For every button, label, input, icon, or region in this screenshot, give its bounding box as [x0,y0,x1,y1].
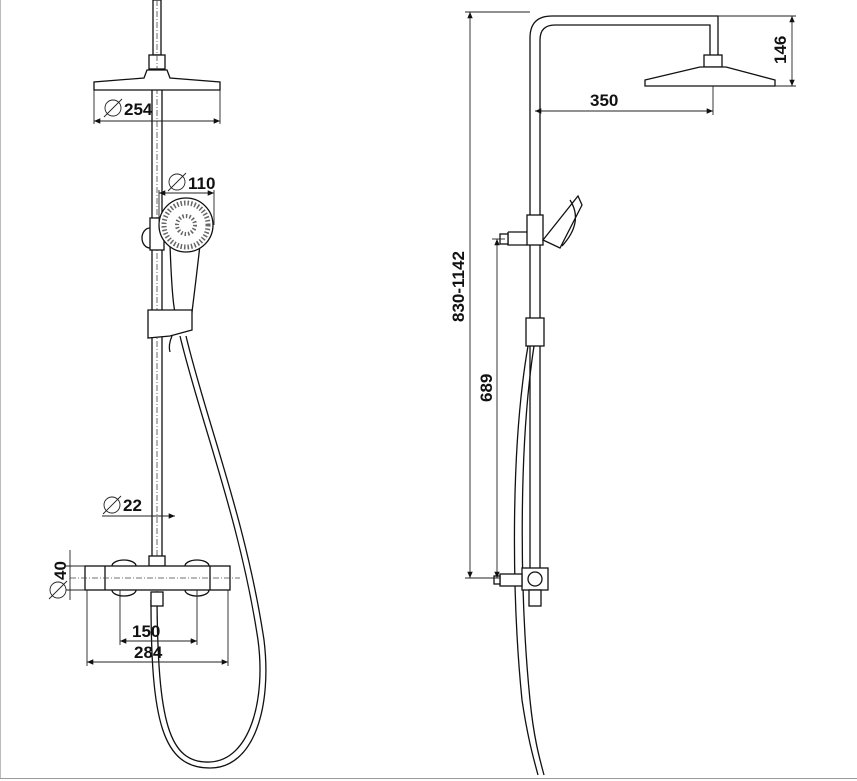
dimension-inlet-centres: 150 [119,590,198,645]
dim-label-inlet-centres: 150 [132,622,160,641]
dim-label-height-range: 830-1142 [449,251,468,322]
dimension-overhead-diameter: 254 [93,90,221,124]
side-view: 146 350 830-1142 689 [449,11,796,776]
thermostatic-valve [70,555,240,607]
dimension-hand-shower-diameter: 110 [158,172,215,225]
front-view: 254 110 22 [48,0,267,769]
dim-label-hand-shower-diameter: 110 [188,174,215,193]
dimension-rail-diameter: 22 [102,495,175,519]
dimension-arm-projection: 350 [535,86,714,115]
hand-shower [141,197,214,353]
side-valve [493,567,549,607]
riser-and-arm [525,15,776,570]
dim-label-overhead-diameter: 254 [124,100,153,119]
dim-label-valve-length: 284 [134,643,163,662]
dim-label-rail-length: 689 [477,374,496,402]
dimension-valve-length: 284 [86,590,229,666]
dimension-valve-diameter: 40 [48,550,85,600]
dimension-rail-length: 689 [477,238,505,578]
side-hose [513,345,545,776]
dimension-arm-drop: 146 [718,15,796,87]
hose [150,335,267,769]
dim-label-arm-projection: 350 [590,91,618,110]
overhead-shower [93,69,221,91]
dim-label-rail-diameter: 22 [123,496,142,515]
dimension-height-range: 830-1142 [449,11,530,579]
dim-label-arm-drop: 146 [771,36,790,64]
dim-label-valve-diameter: 40 [51,561,70,580]
